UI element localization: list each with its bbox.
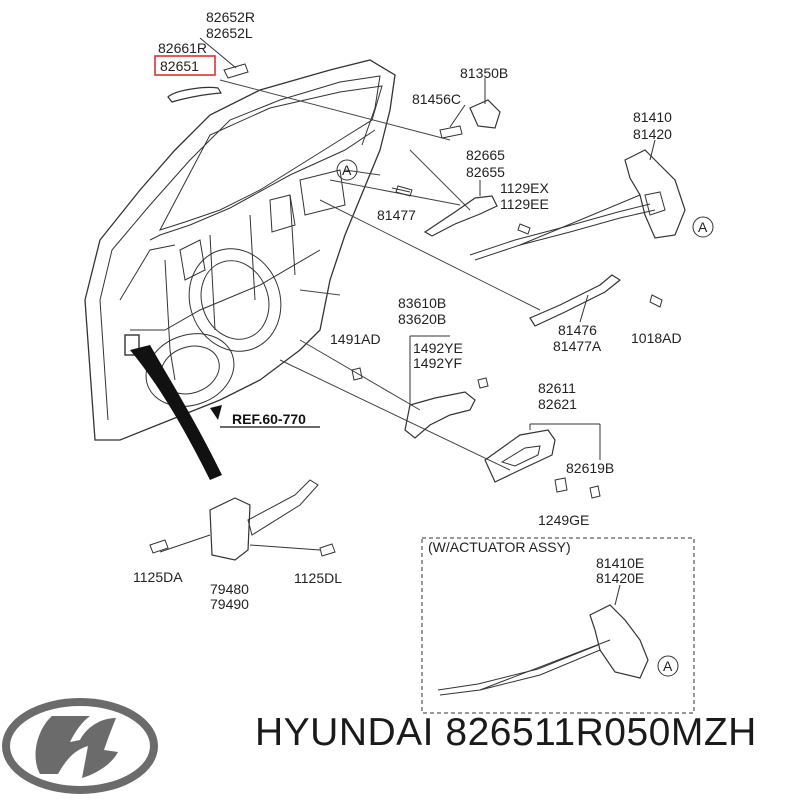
label-1492yf: 1492YF — [413, 355, 462, 371]
label-82611: 82611 — [538, 380, 576, 396]
label-82619b: 82619B — [566, 460, 614, 476]
hyundai-logo-icon — [2, 698, 158, 794]
label-81477a: 81477A — [553, 338, 602, 354]
handle-bezel — [484, 423, 601, 499]
label-82655: 82655 — [466, 164, 505, 180]
part-labels: 82652R 82652L 82661R 82651 81350B 81456C… — [133, 9, 682, 612]
label-82652r: 82652R — [206, 9, 255, 25]
actuator-box — [421, 537, 695, 714]
actuator-latch — [437, 584, 649, 696]
label-83610b: 83610B — [398, 295, 446, 311]
label-1018ad: 1018AD — [631, 330, 682, 346]
footer-caption: HYUNDAI 826511R050MZH — [255, 711, 757, 755]
label-81410: 81410 — [633, 109, 672, 125]
label-1491ad: 1491AD — [330, 331, 381, 347]
outside-handle — [167, 37, 249, 103]
label-1125da: 1125DA — [133, 569, 183, 585]
label-1129ex: 1129EX — [500, 180, 549, 196]
rod-assembly — [391, 180, 531, 237]
footer-brand: HYUNDAI — [255, 711, 435, 754]
label-82665: 82665 — [466, 147, 505, 163]
inside-handle — [351, 335, 489, 439]
label-1249ge: 1249GE — [538, 512, 589, 528]
label-82651: 82651 — [160, 58, 199, 74]
label-81476: 81476 — [558, 322, 597, 338]
label-82621: 82621 — [538, 396, 577, 412]
callout-a-1: A — [342, 162, 352, 178]
callout-a-2: A — [698, 219, 708, 235]
glass-channel — [529, 274, 663, 327]
label-81350b: 81350B — [460, 65, 508, 81]
label-81456c: 81456C — [412, 91, 461, 107]
label-83620b: 83620B — [398, 311, 446, 327]
callout-a-3: A — [663, 658, 673, 674]
door-checker — [149, 479, 336, 561]
label-1125dl: 1125DL — [294, 570, 342, 586]
leader-lines — [219, 79, 541, 471]
label-81420e: 81420E — [596, 570, 644, 586]
callout-circle-1 — [336, 159, 358, 181]
label-81477: 81477 — [377, 207, 416, 223]
actuator-box-title: (W/ACTUATOR ASSY) — [428, 539, 571, 555]
label-79490: 79490 — [210, 596, 249, 612]
door-frame — [84, 59, 396, 441]
label-82652l: 82652L — [206, 25, 253, 41]
label-1129ee: 1129EE — [500, 196, 549, 212]
ref-note: REF.60-770 — [232, 411, 306, 427]
striker-parts — [439, 78, 501, 139]
label-79480: 79480 — [210, 581, 249, 597]
callout-circle-3 — [657, 655, 679, 677]
door-latch — [469, 139, 686, 261]
callout-circle-2 — [692, 216, 714, 238]
label-81420: 81420 — [633, 126, 672, 142]
label-1492ye: 1492YE — [413, 340, 463, 356]
highlight-box — [154, 55, 216, 76]
label-81410e: 81410E — [596, 555, 644, 571]
footer-part-number: 826511R050MZH — [445, 711, 757, 754]
label-82661r: 82661R — [158, 40, 207, 56]
ref-pointer — [130, 345, 222, 480]
